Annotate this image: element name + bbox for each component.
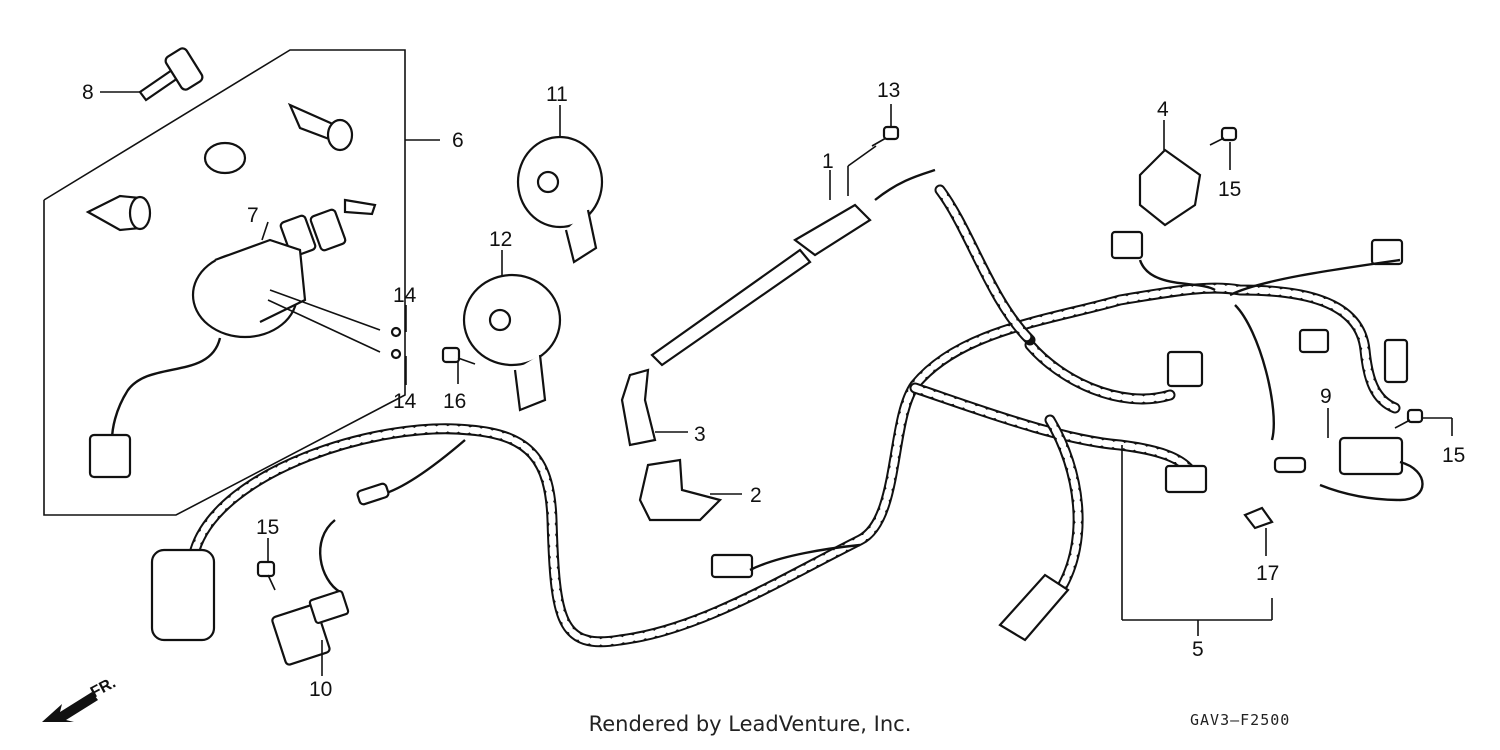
callout-6: 6 [452, 129, 464, 152]
fuse-17[interactable] [1243, 506, 1274, 556]
plug-cap-3[interactable] [620, 368, 688, 447]
callout-12: 12 [489, 228, 512, 251]
ignition-switch-7[interactable] [88, 198, 377, 479]
footer-credit: Rendered by LeadVenture, Inc. [588, 712, 912, 736]
callout-3: 3 [694, 423, 706, 446]
screws-14[interactable] [267, 289, 407, 385]
kit-bracket-6 [43, 49, 440, 516]
screw-15-upper[interactable] [1209, 126, 1238, 170]
callout-17: 17 [1256, 562, 1279, 585]
callout-7: 7 [247, 204, 259, 227]
lamp-socket-left[interactable] [150, 548, 216, 642]
callout-2: 2 [750, 484, 762, 507]
screw-15-right[interactable] [1394, 408, 1453, 436]
callout-16: 16 [443, 390, 466, 413]
connector-10[interactable] [271, 590, 350, 676]
rubber-boot-2[interactable] [638, 458, 742, 522]
callout-14-lower: 14 [393, 390, 417, 413]
bolt-16[interactable] [441, 346, 476, 384]
callout-15-left: 15 [256, 516, 279, 539]
ignition-coil-1[interactable] [650, 145, 936, 367]
callout-labels: 1 2 3 4 5 6 7 8 9 10 11 12 13 14 14 15 1… [82, 79, 1465, 701]
callout-4: 4 [1157, 98, 1169, 121]
wire-harness-5[interactable] [189, 184, 1401, 648]
lamp-socket-right[interactable] [998, 573, 1070, 642]
callout-9: 9 [1320, 385, 1332, 408]
screw-15-left[interactable] [256, 538, 276, 591]
lock-cylinders[interactable] [85, 102, 354, 232]
callout-15-upper: 15 [1218, 178, 1241, 201]
flasher-relay-4[interactable] [1138, 120, 1202, 227]
callout-13: 13 [877, 79, 900, 102]
diagram-code: GAV3–F2500 [1190, 711, 1291, 729]
callout-15-right: 15 [1442, 444, 1465, 467]
screw-13[interactable] [871, 104, 900, 147]
callout-8: 8 [82, 81, 94, 104]
key-8[interactable] [100, 47, 204, 102]
callout-11: 11 [546, 83, 568, 106]
horn-11[interactable] [516, 105, 604, 264]
callout-5: 5 [1192, 638, 1204, 661]
callout-14-upper: 14 [393, 284, 417, 307]
pigtail-wire-left[interactable] [319, 439, 466, 594]
harness-connectors[interactable] [710, 230, 1409, 579]
resistor-9[interactable] [1273, 408, 1424, 502]
horn-12[interactable] [462, 250, 562, 412]
callout-10: 10 [309, 678, 332, 701]
callout-1: 1 [822, 150, 834, 173]
